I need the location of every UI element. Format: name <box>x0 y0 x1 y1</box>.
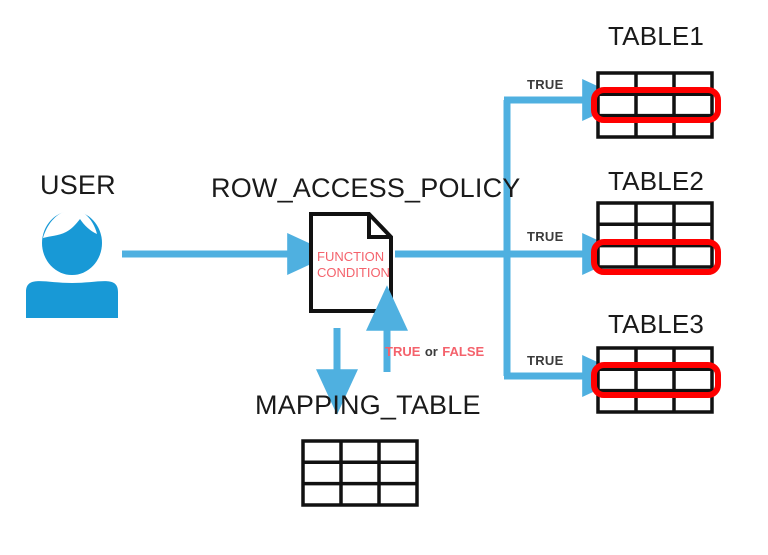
policy-doc-line-2: CONDITION <box>317 265 390 280</box>
table1-row-highlight <box>591 87 721 123</box>
branch-label-table1: TRUE <box>527 77 564 92</box>
table3-label: TABLE3 <box>608 309 705 339</box>
mapping-table-label: MAPPING_TABLE <box>255 390 481 420</box>
policy-doc-line-1: FUNCTION <box>317 249 385 264</box>
table2-row-highlight <box>591 239 721 275</box>
feedback-false-text: FALSE <box>442 344 485 359</box>
table2-label: TABLE2 <box>608 166 705 196</box>
table2-grid <box>591 201 721 275</box>
policy-label: ROW_ACCESS_POLICY <box>211 173 521 203</box>
feedback-condition-label: TRUE or FALSE <box>385 343 484 361</box>
table3-row-highlight <box>591 362 721 398</box>
table3-grid <box>591 346 721 414</box>
branch-label-table2: TRUE <box>527 229 564 244</box>
user-avatar-icon <box>26 210 118 318</box>
feedback-or-text: or <box>424 344 438 359</box>
feedback-true-text: TRUE <box>385 344 421 359</box>
branch-label-table3: TRUE <box>527 353 564 368</box>
user-label: USER <box>40 170 116 200</box>
table1-grid <box>591 71 721 139</box>
mapping-table-grid <box>301 439 419 507</box>
table1-label: TABLE1 <box>608 21 705 51</box>
